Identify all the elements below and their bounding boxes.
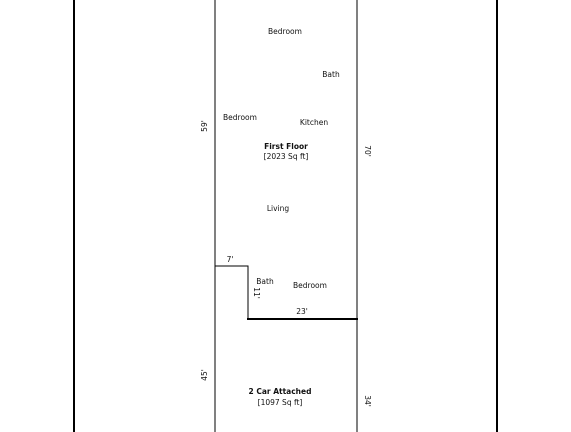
garage-area: [1097 Sq ft] xyxy=(258,398,303,407)
room-label-bath-bottom: Bath xyxy=(256,277,274,286)
dimension-bottom-23: 23' xyxy=(296,307,308,316)
dimension-notch-11: 11' xyxy=(252,287,261,299)
garage-title: 2 Car Attached xyxy=(249,387,312,396)
dimension-left-59: 59' xyxy=(200,120,209,132)
dimension-right-70: 70' xyxy=(363,145,372,157)
first-floor-area: [2023 Sq ft] xyxy=(264,152,309,161)
room-label-kitchen: Kitchen xyxy=(300,118,328,127)
first-floor-title: First Floor xyxy=(264,142,308,151)
dimension-garage-left-45: 45' xyxy=(200,369,209,381)
room-label-bath-top: Bath xyxy=(322,70,340,79)
room-label-bedroom-left: Bedroom xyxy=(223,113,257,122)
dimension-garage-right-34: 34' xyxy=(363,395,372,407)
dimension-notch-7: 7' xyxy=(227,255,234,264)
room-label-bedroom-top: Bedroom xyxy=(268,27,302,36)
room-label-bedroom-bottom: Bedroom xyxy=(293,281,327,290)
room-label-living: Living xyxy=(267,204,290,213)
